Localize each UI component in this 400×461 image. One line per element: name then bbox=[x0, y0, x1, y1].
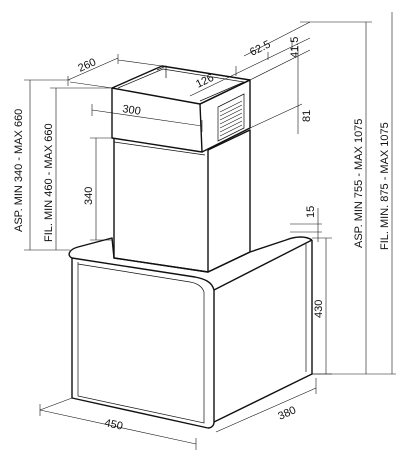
hood-top-back bbox=[68, 236, 313, 273]
hood-front-left bbox=[71, 258, 209, 429]
lower-chimney-side bbox=[207, 129, 251, 273]
upper-chimney-front bbox=[111, 88, 203, 153]
dim-15: 15 bbox=[305, 206, 317, 218]
dimension-labels: 260 300 126 62.5 41.5 81 340 ASP. MIN 34… bbox=[13, 37, 391, 433]
lower-chimney bbox=[113, 129, 251, 273]
hood-front-panel bbox=[77, 262, 205, 424]
dim-41-5: 41.5 bbox=[289, 37, 301, 58]
dim-430: 430 bbox=[313, 300, 325, 318]
hood-body bbox=[68, 236, 313, 429]
hood-top-front-edge bbox=[71, 257, 215, 291]
asp-range-upper: ASP. MIN 340 - MAX 660 bbox=[13, 109, 25, 232]
dim-81: 81 bbox=[301, 110, 313, 122]
hood-right-face bbox=[213, 240, 313, 423]
dim-62-5: 62.5 bbox=[248, 39, 273, 59]
fil-range-overall: FIL. MIN. 875 - MAX 1075 bbox=[379, 122, 391, 250]
fil-range-upper: FIL. MIN 460 - MAX 660 bbox=[43, 123, 55, 242]
upper-bracket bbox=[156, 65, 167, 78]
lower-chimney-front bbox=[113, 138, 209, 273]
dim-340: 340 bbox=[83, 187, 95, 205]
hood-top-right-edge bbox=[213, 239, 313, 291]
dim-450: 450 bbox=[103, 417, 123, 433]
dim-300: 300 bbox=[122, 103, 142, 118]
dimension-lines bbox=[24, 12, 396, 450]
upper-chimney-rim bbox=[117, 68, 246, 102]
asp-range-overall: ASP. MIN 755 - MAX 1075 bbox=[353, 119, 365, 248]
dim-260: 260 bbox=[76, 56, 98, 74]
lower-chimney-joint bbox=[113, 141, 206, 156]
hood-front-right bbox=[207, 290, 215, 429]
upper-chimney-side bbox=[199, 79, 251, 153]
dim-380: 380 bbox=[276, 404, 298, 422]
vent-grille bbox=[217, 93, 245, 142]
